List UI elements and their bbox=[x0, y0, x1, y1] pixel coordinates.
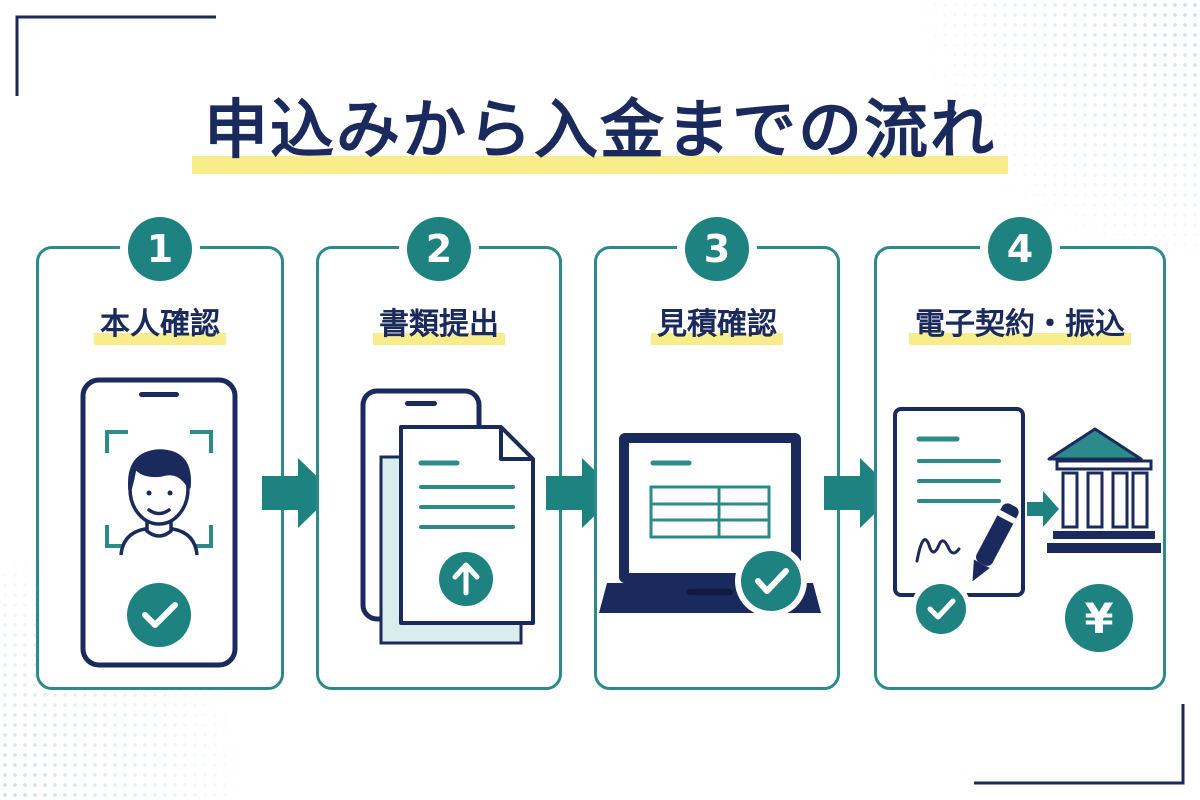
step-card-4: 4 電子契約・振込 bbox=[874, 217, 1166, 690]
spreadsheet-icon bbox=[649, 460, 771, 539]
yen-symbol: ¥ bbox=[1084, 594, 1113, 643]
step-card-2: 2 書類提出 bbox=[316, 217, 562, 690]
step-label: 書類提出 bbox=[373, 305, 505, 345]
step-label: 本人確認 bbox=[94, 305, 226, 345]
step-card-1: 1 本人確認 bbox=[36, 217, 284, 690]
step-number-badge: 4 bbox=[988, 217, 1052, 281]
step-illustration: ¥ bbox=[893, 407, 1161, 652]
document-icon bbox=[399, 425, 535, 625]
pen-icon bbox=[972, 503, 1019, 582]
check-icon bbox=[127, 583, 191, 647]
step-label: 電子契約・振込 bbox=[909, 305, 1131, 345]
step-number-badge: 1 bbox=[128, 217, 192, 281]
check-icon bbox=[911, 579, 971, 639]
contract-icon bbox=[893, 407, 1025, 597]
right-arrow-icon bbox=[1027, 491, 1059, 527]
corner-bracket-top-left bbox=[15, 15, 216, 96]
step-illustration bbox=[360, 388, 535, 645]
bank-icon bbox=[1047, 427, 1161, 553]
check-icon bbox=[735, 545, 807, 617]
step-illustration bbox=[599, 433, 821, 617]
step-number-badge: 2 bbox=[407, 217, 471, 281]
face-icon bbox=[119, 449, 199, 556]
corner-bracket-bottom-right bbox=[974, 704, 1185, 785]
page-title: 申込みから入金までの流れ bbox=[192, 88, 1008, 174]
yen-icon: ¥ bbox=[1065, 584, 1133, 652]
step-label: 見積確認 bbox=[651, 305, 783, 345]
title-container: 申込みから入金までの流れ bbox=[0, 88, 1200, 174]
step-card-3: 3 見積確認 bbox=[594, 217, 840, 690]
upload-icon bbox=[439, 552, 493, 606]
face-scan-frame-icon bbox=[105, 430, 213, 548]
step-number-badge: 3 bbox=[685, 217, 749, 281]
step-illustration bbox=[80, 377, 238, 668]
